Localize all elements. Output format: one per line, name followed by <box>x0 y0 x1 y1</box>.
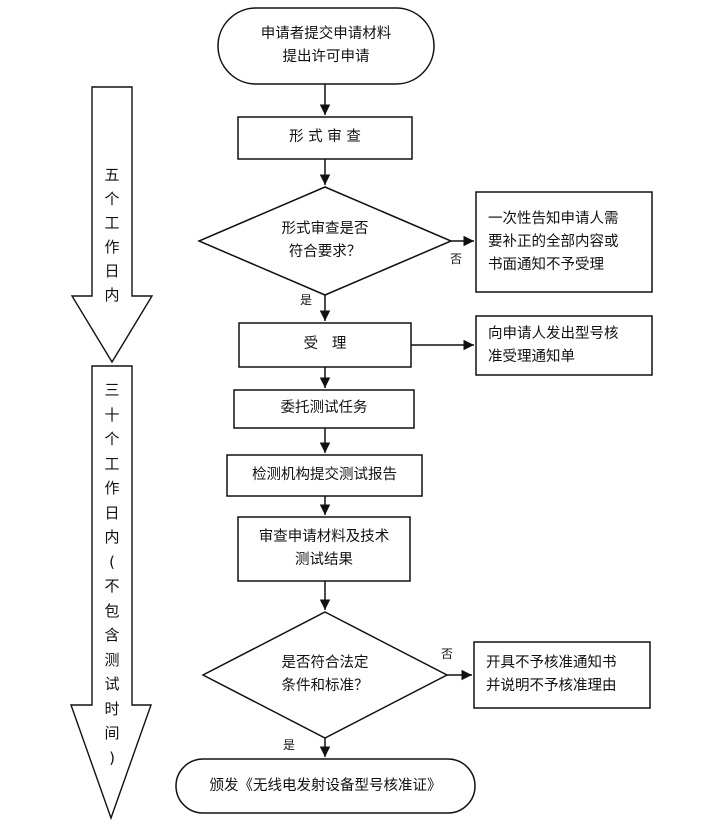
timeline-arrow-5-days <box>70 86 154 364</box>
commission-test-label: 委托测试任务 <box>280 400 368 416</box>
formal-review-label: 形 式 审 查 <box>289 129 361 145</box>
timeline-arrow-30-days <box>70 365 152 821</box>
start-terminal-shape <box>217 7 435 85</box>
reject-notice-1-shape <box>475 191 653 293</box>
test-report-label: 检测机构提交测试报告 <box>252 467 397 483</box>
final-review-shape <box>237 516 411 582</box>
reject-notice-1-label: 一次性告知申请人需 要补正的全部内容或 书面通知不予受理 <box>488 211 619 273</box>
end-node-label: 颁发《无线电发射设备型号核准证》 <box>209 778 442 794</box>
yes-label-2: 是 <box>283 738 296 752</box>
decision-legal-label: 是否符合法定 条件和标准？ <box>281 655 369 694</box>
commission-test-shape <box>233 389 415 429</box>
no-label-2: 否 <box>441 647 454 661</box>
decision-formal-label: 形式审查是否 符合要求？ <box>281 221 369 260</box>
reject-notice-2-label: 开具不予核准通知书 并说明不予核准理由 <box>486 655 617 694</box>
timeline-5-days-text: 五 个 工 作 日 内 <box>104 166 120 304</box>
start-node-label: 申请者提交申请材料 提出许可申请 <box>260 26 392 65</box>
accept-label: 受 理 <box>303 336 347 352</box>
formal-review-shape <box>237 116 413 160</box>
no-label-1: 否 <box>450 252 463 266</box>
reject-notice-2-shape <box>473 641 651 709</box>
accept-notice-label: 向申请人发出型号核 准受理通知单 <box>488 326 619 365</box>
timeline-30-days-text: 三 十 个 工 作 日 内 ( 不 包 含 测 试 时 间 ) <box>104 381 120 767</box>
end-terminal-shape <box>175 758 476 814</box>
yes-label-1: 是 <box>300 293 313 307</box>
accept-notice-shape <box>475 315 653 376</box>
final-review-label: 审查申请材料及技术 测试结果 <box>258 529 390 568</box>
